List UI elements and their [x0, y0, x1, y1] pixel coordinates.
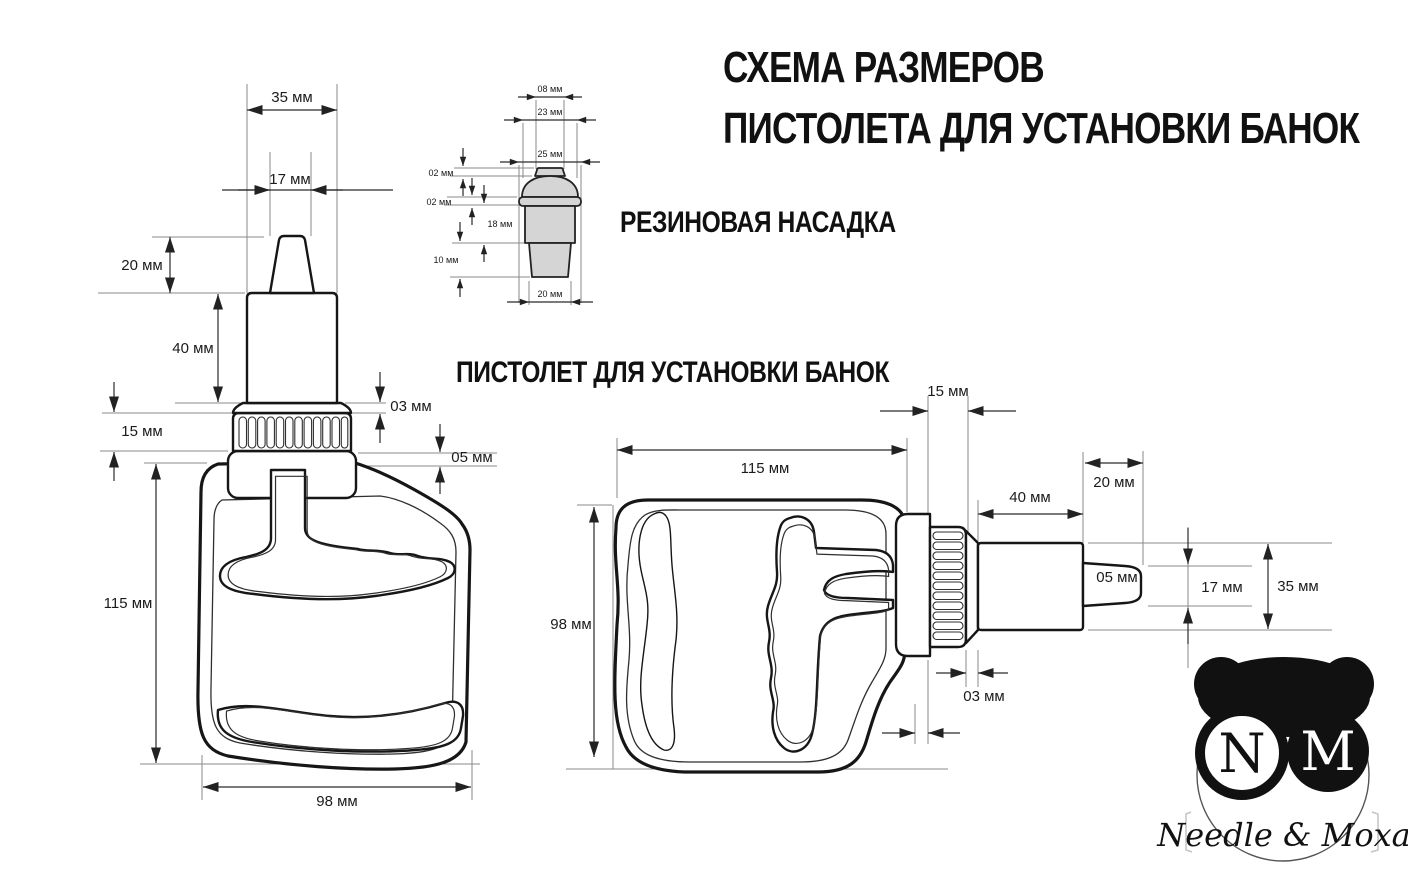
gun-section-label: ПИСТОЛЕТ ДЛЯ УСТАНОВКИ БАНОК	[456, 356, 890, 389]
dim-side-40mm: 40 мм	[1009, 489, 1050, 506]
dim-nozzle-18mm: 18 мм	[488, 219, 513, 229]
front-extension-lines	[98, 84, 497, 800]
dim-nozzle-23mm: 23 мм	[538, 107, 563, 117]
page-title-line1: СХЕМА РАЗМЕРОВ	[723, 43, 1045, 92]
front-bottom-panel-inner	[225, 702, 456, 751]
nozzle-taper	[528, 242, 572, 278]
logo-letter-n: N	[1218, 722, 1265, 785]
dim-side-115mm: 115 мм	[741, 460, 790, 477]
logo-ear-left	[1194, 657, 1248, 711]
side-grip-inner-line	[770, 524, 890, 744]
side-tip	[1081, 561, 1143, 608]
logo-bracket-right	[1370, 811, 1379, 853]
front-collar-ribs	[238, 416, 349, 449]
nozzle-detail-diagram: 08 мм 23 мм 25 мм 02 мм 02 мм 18 мм 10 м…	[427, 84, 600, 306]
logo-brand-text: Needle & Moxa	[1156, 816, 1408, 854]
dim-side-03mm: 03 мм	[963, 688, 1004, 705]
dim-nozzle-02mm-a: 02 мм	[429, 168, 454, 178]
front-body-inner-line	[210, 495, 457, 755]
dim-front-35mm: 35 мм	[271, 89, 312, 106]
front-dimension-lines	[109, 105, 471, 792]
dim-side-17mm: 17 мм	[1201, 579, 1242, 596]
side-collar-ribs	[932, 531, 964, 641]
nozzle-lip	[534, 167, 566, 177]
dim-front-115mm: 115 мм	[104, 595, 153, 612]
page-title: СХЕМА РАЗМЕРОВ ПИСТОЛЕТА ДЛЯ УСТАНОВКИ Б…	[723, 38, 1360, 159]
side-front-strap	[638, 511, 678, 751]
dim-side-15mm: 15 мм	[927, 383, 968, 400]
nozzle-drawing	[518, 167, 582, 278]
nozzle-dim-labels: 08 мм 23 мм 25 мм 02 мм 02 мм 18 мм 10 м…	[427, 84, 563, 299]
front-grip-inner-line	[227, 475, 447, 598]
dim-side-05mm: 05 мм	[1096, 569, 1137, 586]
side-gun-drawing	[613, 498, 1143, 774]
dim-nozzle-08mm: 08 мм	[538, 84, 563, 94]
front-gun-drawing	[196, 234, 472, 771]
dim-front-98mm: 98 мм	[316, 793, 357, 810]
front-dim-labels: 35 мм 17 мм 20 мм 40 мм 03 мм 15 мм 05 м…	[104, 89, 493, 810]
front-view-diagram: 35 мм 17 мм 20 мм 40 мм 03 мм 15 мм 05 м…	[98, 84, 497, 810]
logo-ear-right	[1320, 657, 1374, 711]
dim-front-17mm: 17 мм	[269, 171, 310, 188]
dim-side-98mm: 98 мм	[550, 616, 591, 633]
page-title-line2: ПИСТОЛЕТА ДЛЯ УСТАНОВКИ БАНОК	[723, 103, 1360, 153]
dim-nozzle-20mm: 20 мм	[538, 289, 563, 299]
dim-front-05mm: 05 мм	[451, 449, 492, 466]
front-grip-handle	[218, 468, 456, 601]
nozzle-dimension-lines	[456, 93, 600, 306]
nozzle-section-label: РЕЗИНОВАЯ НАСАДКА	[620, 206, 896, 239]
side-shoulder	[964, 529, 980, 645]
dim-front-20mm: 20 мм	[121, 257, 162, 274]
side-body-inner-line	[625, 509, 887, 763]
dim-nozzle-02mm-b: 02 мм	[427, 197, 452, 207]
logo-eye-left	[1195, 706, 1289, 800]
nozzle-body	[524, 205, 576, 244]
nozzle-dome	[521, 175, 579, 198]
front-bottom-panel	[216, 700, 465, 753]
side-dimension-lines	[589, 406, 1273, 757]
dim-front-03mm: 03 мм	[390, 398, 431, 415]
front-body-outline	[196, 460, 472, 771]
dim-front-15mm: 15 мм	[121, 423, 162, 440]
side-barrel	[976, 541, 1085, 632]
front-shoulder	[231, 401, 353, 415]
nozzle-flange	[518, 196, 582, 207]
dim-side-35mm: 35 мм	[1277, 578, 1318, 595]
logo-letter-m: M	[1300, 720, 1355, 783]
dim-front-40mm: 40 мм	[172, 340, 213, 357]
front-tip	[268, 234, 316, 295]
logo-eye-right	[1287, 710, 1369, 792]
side-view-diagram: 15 мм 115 мм 40 мм 20 мм 05 мм 17 мм 35 …	[550, 383, 1332, 774]
front-barrel	[245, 291, 339, 405]
side-dim-labels: 15 мм 115 мм 40 мм 20 мм 05 мм 17 мм 35 …	[550, 383, 1318, 705]
dim-nozzle-10mm: 10 мм	[434, 255, 459, 265]
dim-nozzle-25mm: 25 мм	[538, 149, 563, 159]
dim-side-20mm: 20 мм	[1093, 474, 1134, 491]
side-neck-block	[894, 512, 932, 658]
logo-bracket-left	[1185, 811, 1193, 853]
brand-logo: N M Needle & Moxa	[1156, 657, 1408, 862]
